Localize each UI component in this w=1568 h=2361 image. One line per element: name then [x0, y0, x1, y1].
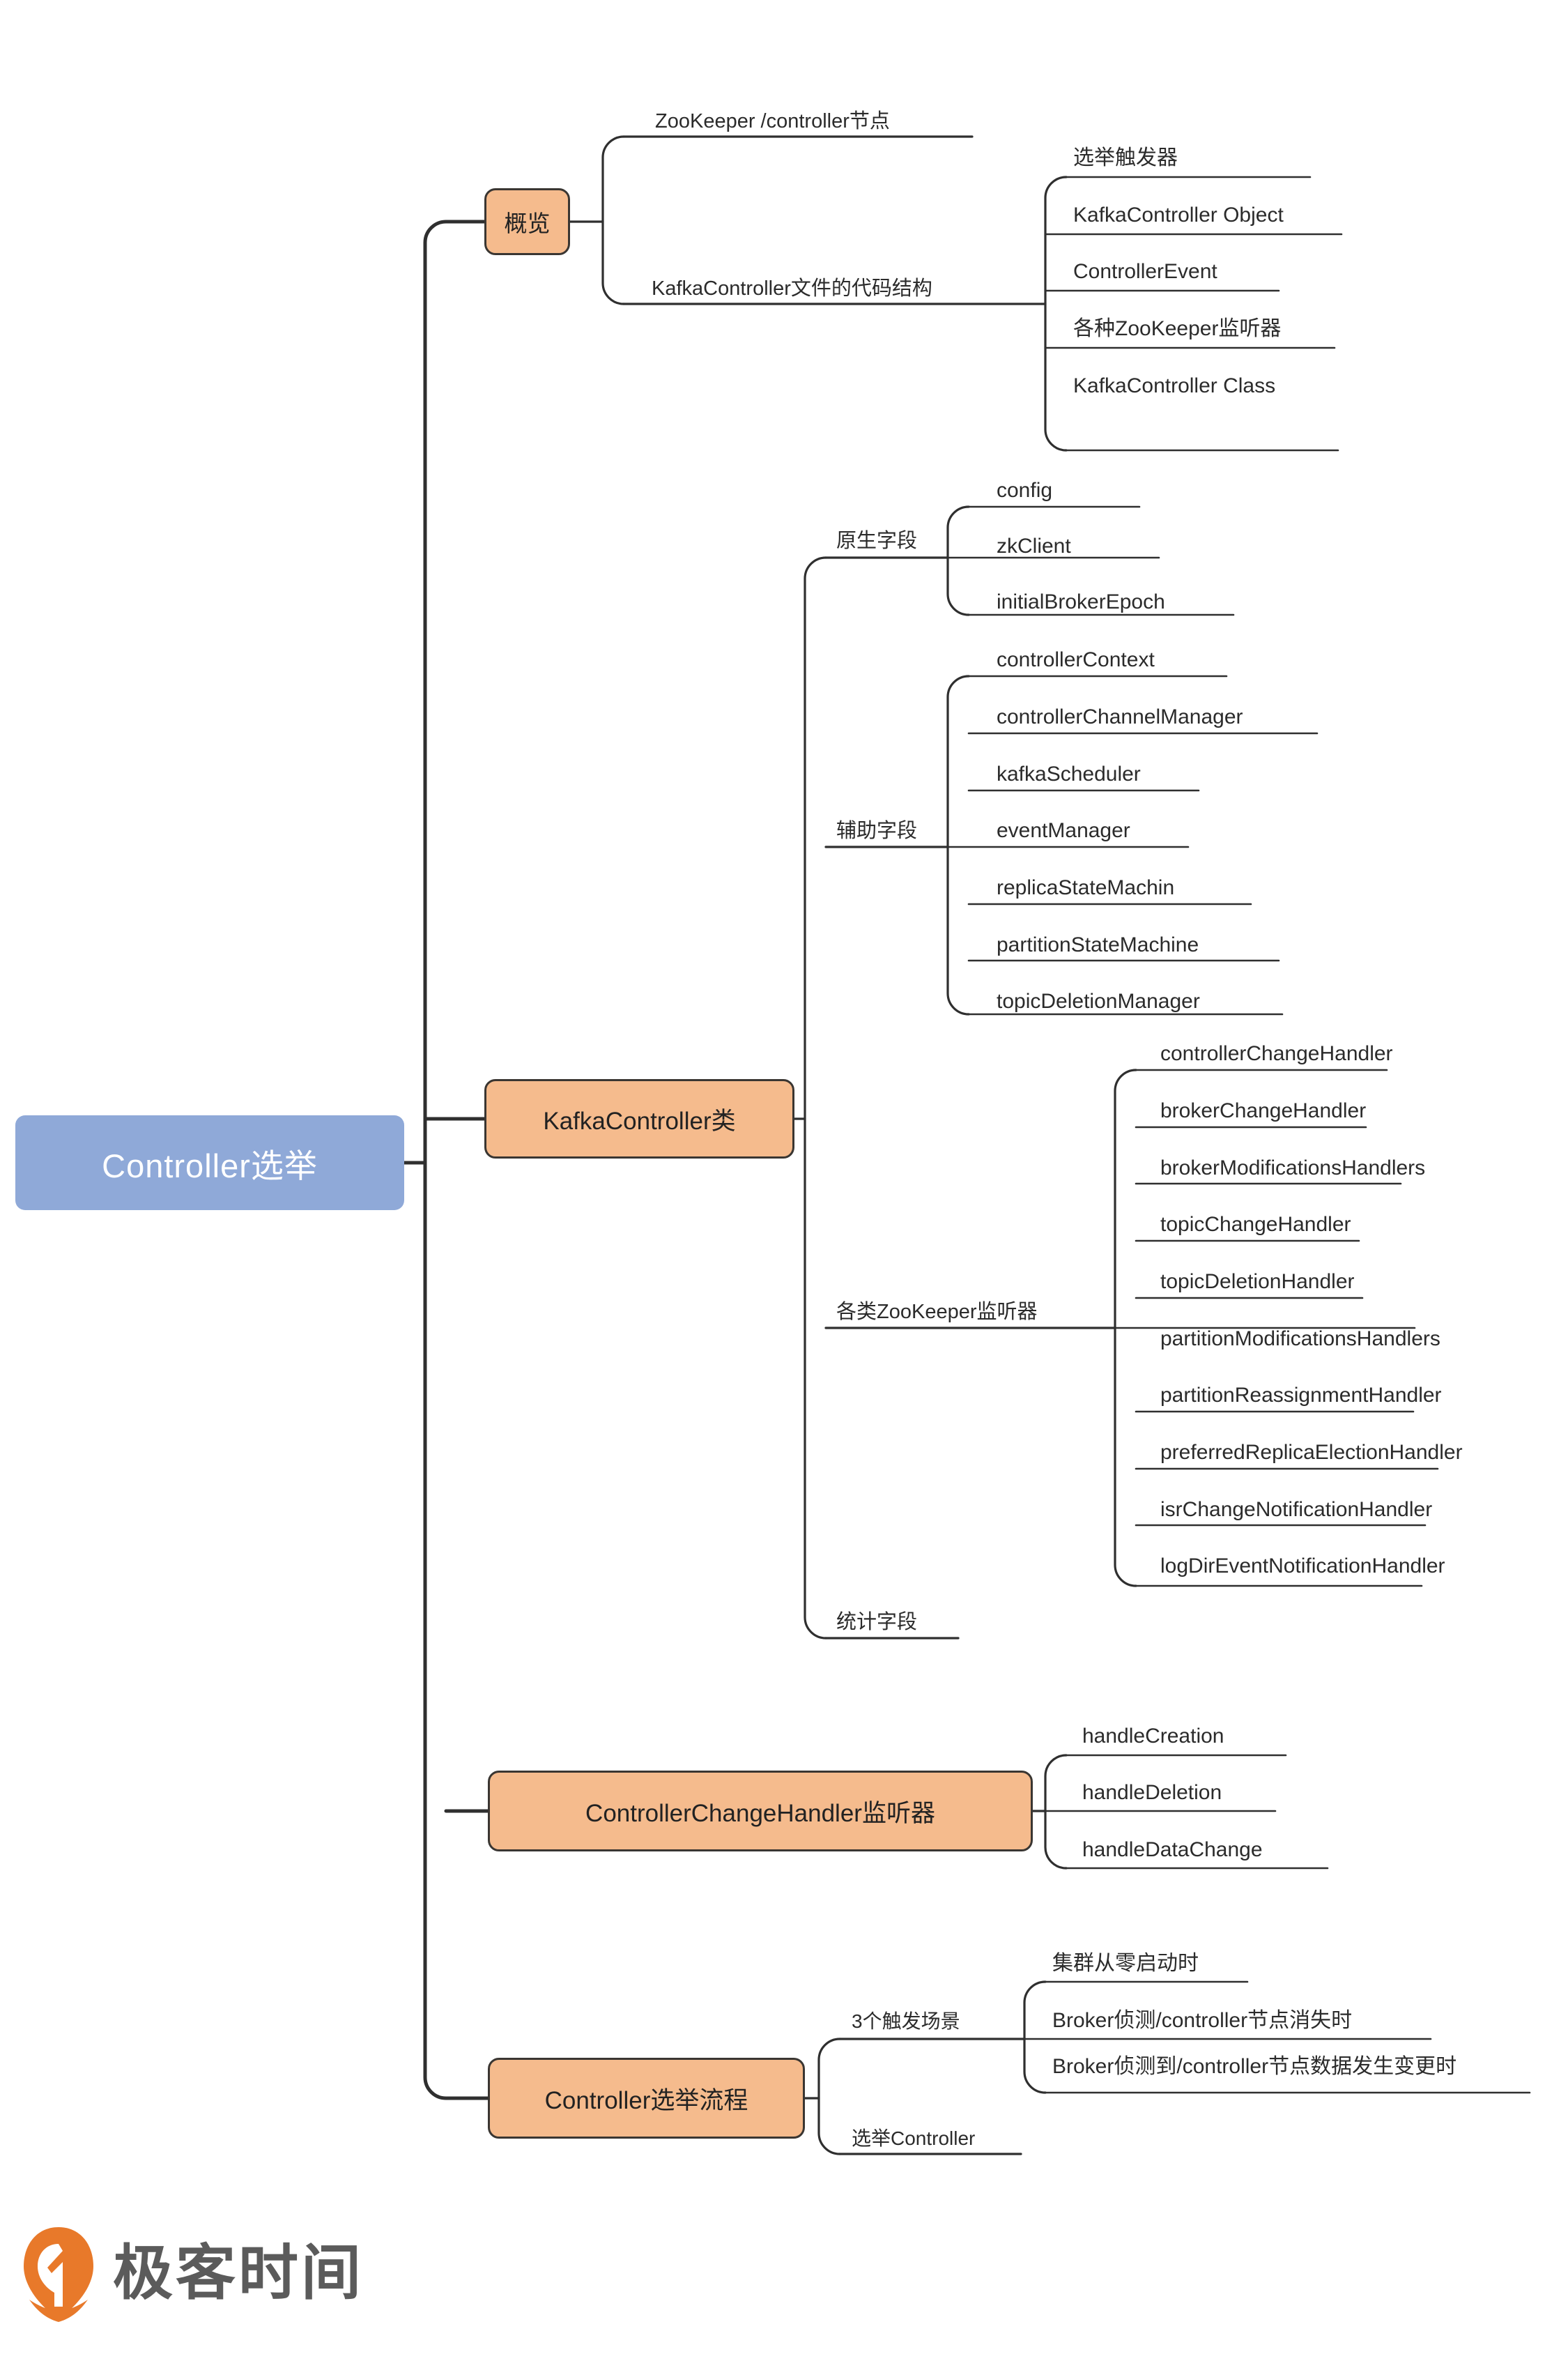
geektime-logo: 极客时间	[20, 2221, 410, 2325]
leaf-initialbrokerepoch[interactable]: initialBrokerEpoch	[997, 590, 1165, 613]
geektime-pin-icon	[24, 2227, 93, 2322]
leaf-kafkacontroller-class-item[interactable]: KafkaController Class	[1073, 374, 1276, 397]
leaf-various-zookeeper-listeners[interactable]: 各种ZooKeeper监听器	[1073, 317, 1282, 340]
leaf-config[interactable]: config	[997, 479, 1053, 502]
leaf-broker-detects-znode-data-change[interactable]: Broker侦测到/controller节点数据发生变更时	[1052, 2055, 1457, 2078]
leaf-kafkacontroller-object[interactable]: KafkaController Object	[1073, 204, 1284, 227]
leaf-broker-detects-znode-gone[interactable]: Broker侦测/controller节点消失时	[1052, 2009, 1353, 2032]
branch-node-controllerchangehandler[interactable]: ControllerChangeHandler监听器	[488, 1771, 1033, 1851]
leaf-partitionreassignmenthandler[interactable]: partitionReassignmentHandler	[1160, 1384, 1442, 1407]
root-node[interactable]: Controller选举	[15, 1115, 404, 1210]
branch-node-overview[interactable]: 概览	[484, 188, 570, 255]
leaf-zookeeper-controller-znode[interactable]: ZooKeeper /controller节点	[655, 110, 890, 132]
leaf-handlecreation[interactable]: handleCreation	[1082, 1725, 1224, 1748]
group-label-native-fields[interactable]: 原生字段	[836, 530, 918, 552]
leaf-eventmanager[interactable]: eventManager	[997, 819, 1130, 842]
group-label-zookeeper-listeners[interactable]: 各类ZooKeeper监听器	[836, 1301, 1038, 1323]
leaf-cluster-cold-start[interactable]: 集群从零启动时	[1052, 1952, 1199, 1975]
leaf-brokermodificationshandlers[interactable]: brokerModificationsHandlers	[1160, 1156, 1426, 1179]
leaf-controllerchannelmanager[interactable]: controllerChannelManager	[997, 705, 1243, 728]
leaf-topicdeletionhandler[interactable]: topicDeletionHandler	[1160, 1270, 1355, 1293]
leaf-controllercontext[interactable]: controllerContext	[997, 648, 1155, 671]
leaf-partitionstatemachine[interactable]: partitionStateMachine	[997, 933, 1199, 956]
branch-node-kafkacontroller-class[interactable]: KafkaController类	[484, 1079, 794, 1159]
leaf-preferredreplicaelectionhandler[interactable]: preferredReplicaElectionHandler	[1160, 1441, 1463, 1464]
leaf-handledatachange[interactable]: handleDataChange	[1082, 1838, 1263, 1861]
leaf-controllerchangehandler[interactable]: controllerChangeHandler	[1160, 1042, 1393, 1065]
geektime-wordmark: 极客时间	[113, 2240, 364, 2307]
group-label-statistic-fields[interactable]: 统计字段	[836, 1611, 918, 1633]
leaf-topicchangehandler[interactable]: topicChangeHandler	[1160, 1213, 1351, 1236]
leaf-partitionmodificationshandlers[interactable]: partitionModificationsHandlers	[1160, 1327, 1440, 1350]
leaf-replicastatemachin[interactable]: replicaStateMachin	[997, 876, 1175, 899]
group-label-auxiliary-fields[interactable]: 辅助字段	[836, 820, 918, 842]
leaf-logdireventnotificationhandler[interactable]: logDirEventNotificationHandler	[1160, 1554, 1445, 1577]
leaf-handledeletion[interactable]: handleDeletion	[1082, 1781, 1222, 1804]
group-label-elect-controller[interactable]: 选举Controller	[852, 2127, 976, 2149]
leaf-kafkacontroller-file-structure[interactable]: KafkaController文件的代码结构	[652, 277, 932, 300]
leaf-zkclient[interactable]: zkClient	[997, 535, 1071, 558]
group-label-three-trigger-scenarios[interactable]: 3个触发场景	[852, 2010, 960, 2032]
leaf-topicdeletionmanager[interactable]: topicDeletionManager	[997, 990, 1200, 1013]
leaf-kafkascheduler[interactable]: kafkaScheduler	[997, 763, 1141, 786]
leaf-brokerchangehandler[interactable]: brokerChangeHandler	[1160, 1099, 1367, 1122]
branch-node-election-flow[interactable]: Controller选举流程	[488, 2058, 805, 2139]
leaf-isrchangenotificationhandler[interactable]: isrChangeNotificationHandler	[1160, 1498, 1433, 1521]
leaf-election-trigger[interactable]: 选举触发器	[1073, 146, 1178, 169]
leaf-controllerevent[interactable]: ControllerEvent	[1073, 260, 1217, 283]
